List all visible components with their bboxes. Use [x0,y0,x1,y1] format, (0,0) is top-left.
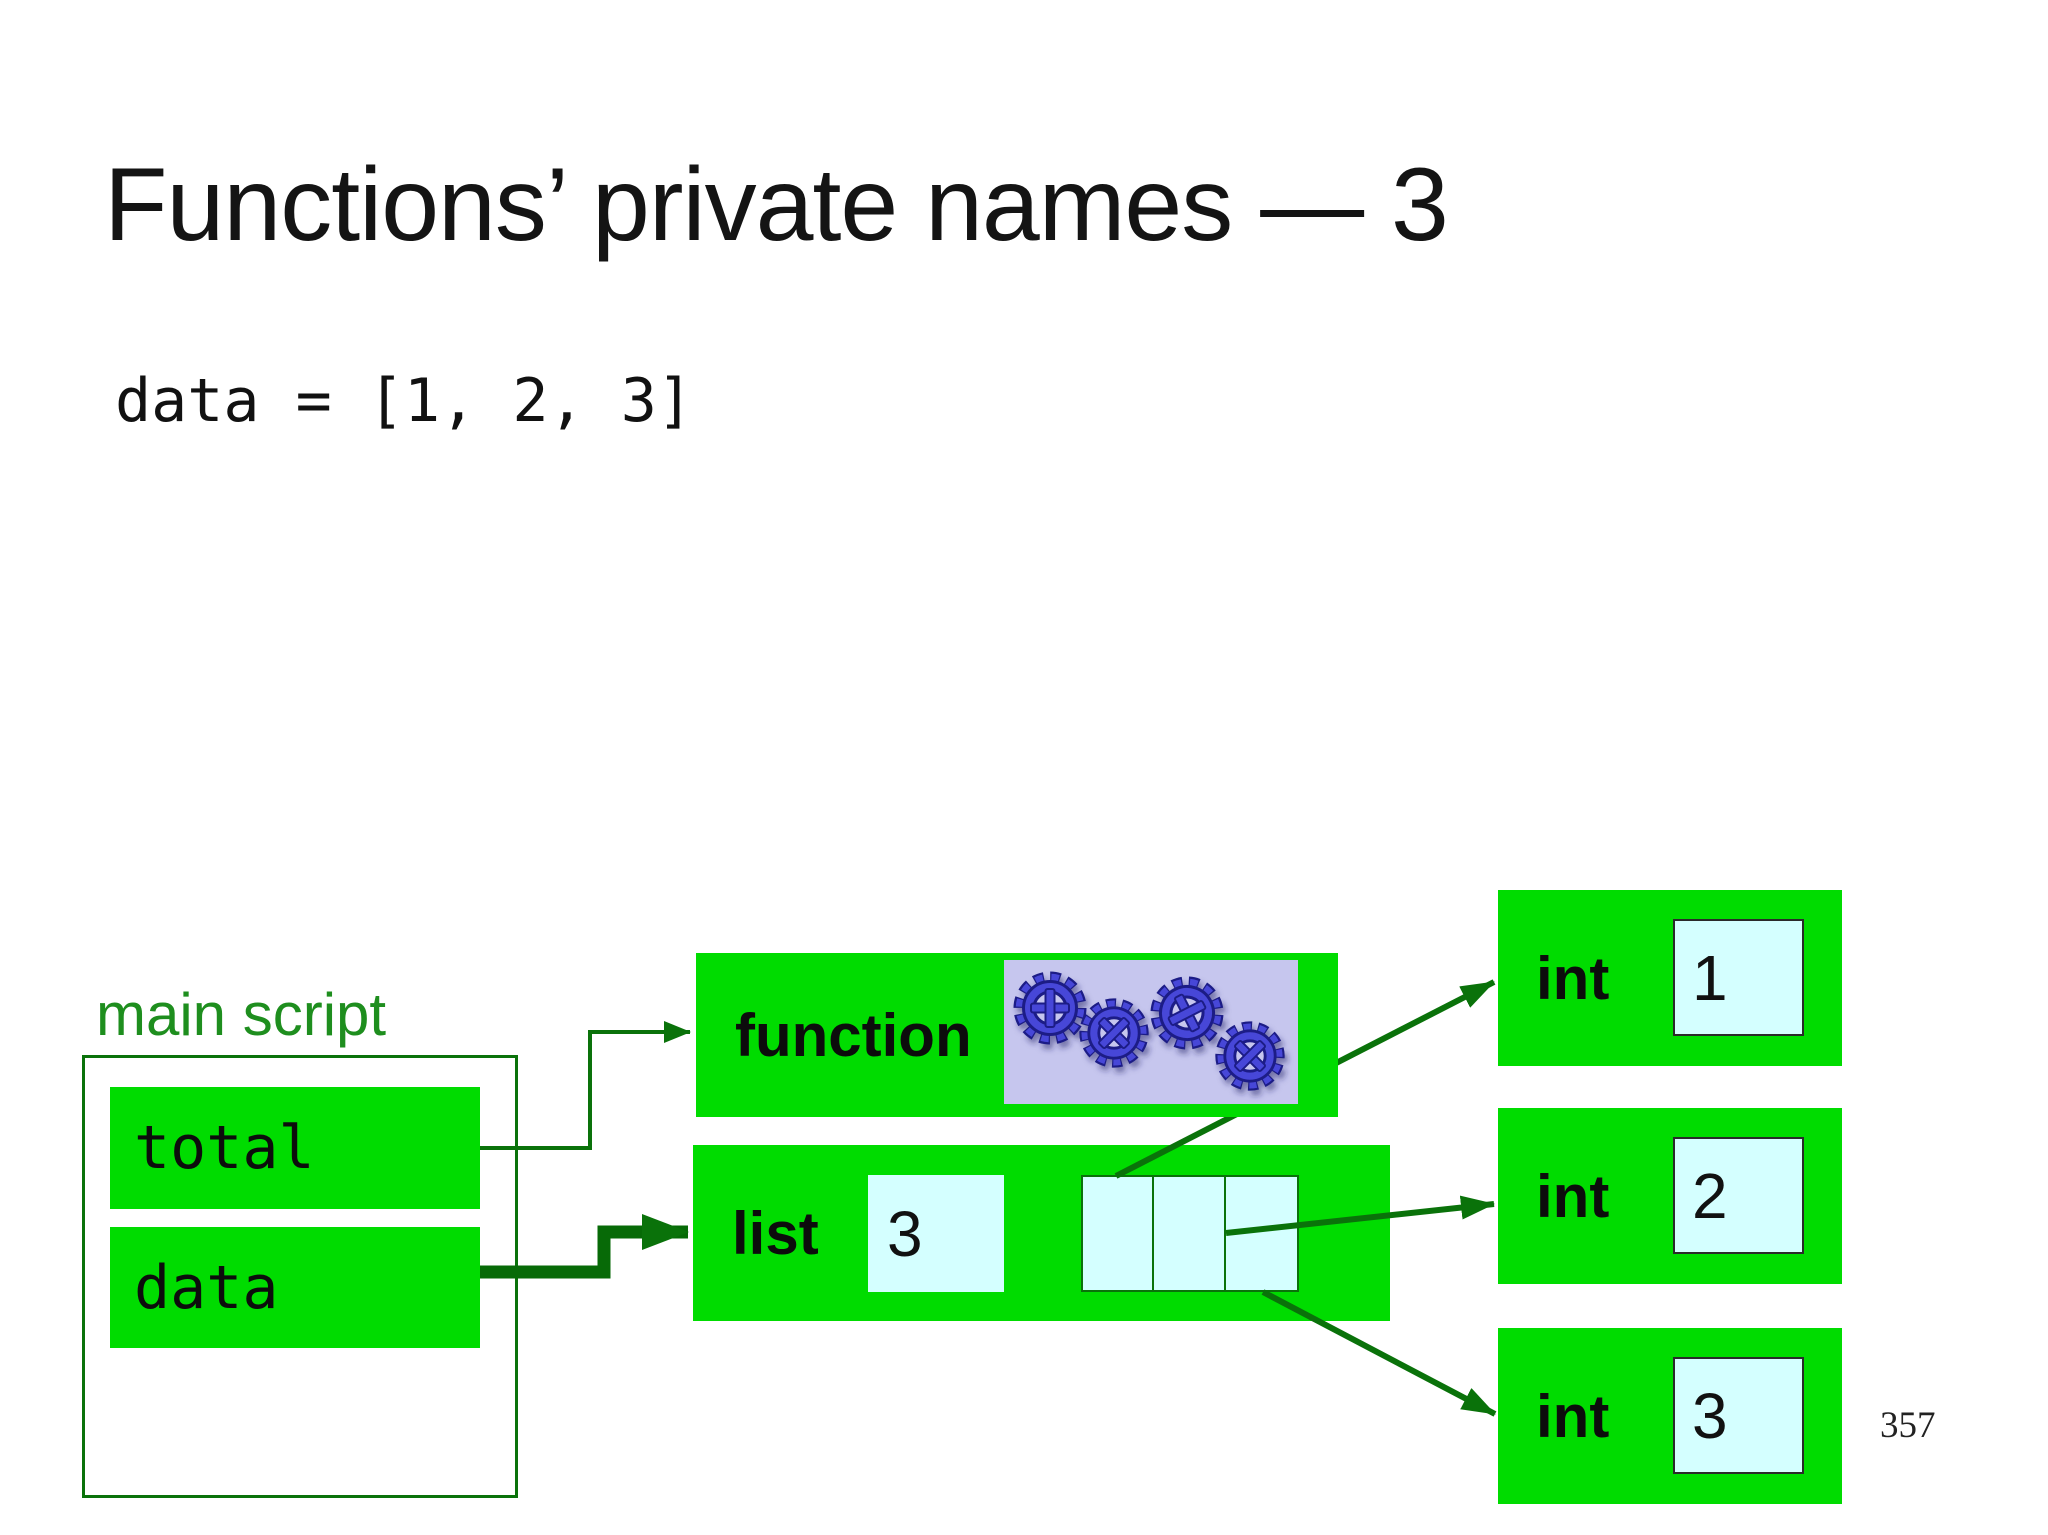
list-length-value: 3 [887,1197,923,1270]
int-object-box-3: int 3 [1498,1328,1842,1504]
list-element-array [1081,1175,1299,1292]
variable-name-total: total [134,1113,315,1183]
int-type-label: int [1536,944,1610,1012]
variable-box-data: data [110,1227,480,1348]
gears-icon [1004,960,1298,1104]
list-array-cell-0 [1083,1177,1155,1290]
int-value-cell: 2 [1673,1137,1804,1254]
int-value: 1 [1692,941,1728,1014]
list-object-box: list 3 [693,1145,1390,1321]
int-value: 2 [1692,1159,1728,1232]
main-script-label: main script [96,981,387,1048]
int-type-label: int [1536,1382,1610,1450]
list-array-cell-1 [1154,1177,1226,1290]
page-number: 357 [1880,1405,1936,1446]
list-array-cell-2 [1226,1177,1297,1290]
int-value: 3 [1692,1379,1728,1452]
int-object-box-2: int 2 [1498,1108,1842,1284]
int-object-box-1: int 1 [1498,890,1842,1066]
int-type-label: int [1536,1162,1610,1230]
function-type-label: function [735,1001,972,1069]
variable-name-data: data [134,1252,279,1323]
variable-box-total: total [110,1087,480,1209]
page-title: Functions’ private names — 3 [104,147,1449,263]
int-value-cell: 1 [1673,919,1804,1036]
list-type-label: list [732,1199,819,1267]
function-object-box: function [696,953,1338,1117]
function-code-plate [1004,960,1298,1104]
int-value-cell: 3 [1673,1357,1804,1474]
code-snippet: data = [1, 2, 3] [115,366,693,436]
list-length-cell: 3 [868,1175,1004,1292]
